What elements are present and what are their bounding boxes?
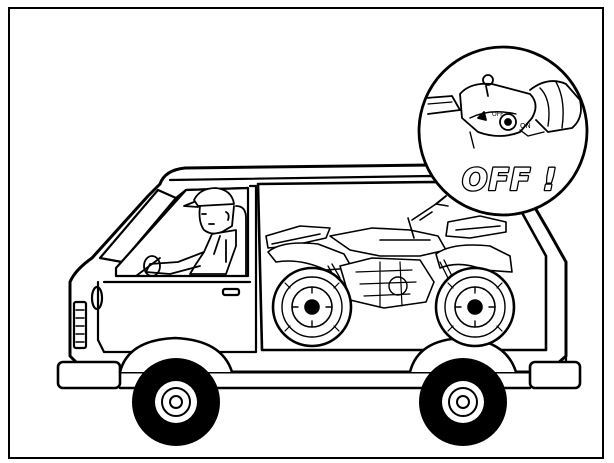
svg-text:ON: ON	[520, 122, 531, 130]
svg-text:OFF: OFF	[492, 111, 504, 118]
off-callout-label: OFF !	[462, 163, 558, 198]
ignition-switch-callout: ON OFF OFF !	[419, 47, 587, 215]
rear-wheel	[419, 358, 507, 446]
atv-rear-wheel	[436, 268, 514, 346]
front-wheel	[132, 358, 220, 446]
atv-front-wheel	[273, 268, 351, 346]
